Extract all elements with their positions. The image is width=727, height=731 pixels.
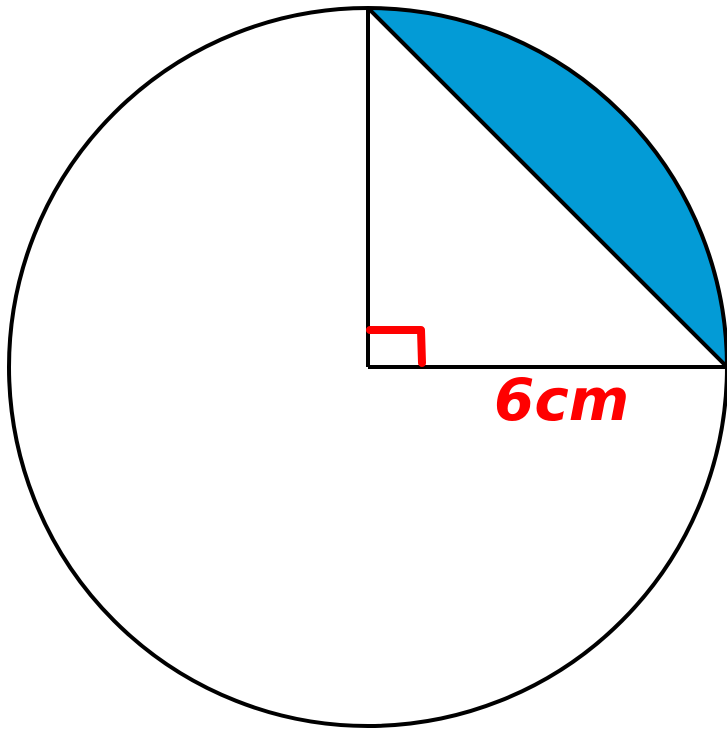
chord <box>366 6 727 369</box>
length-label: 6cm <box>494 366 629 434</box>
right-angle-marker <box>366 326 426 367</box>
